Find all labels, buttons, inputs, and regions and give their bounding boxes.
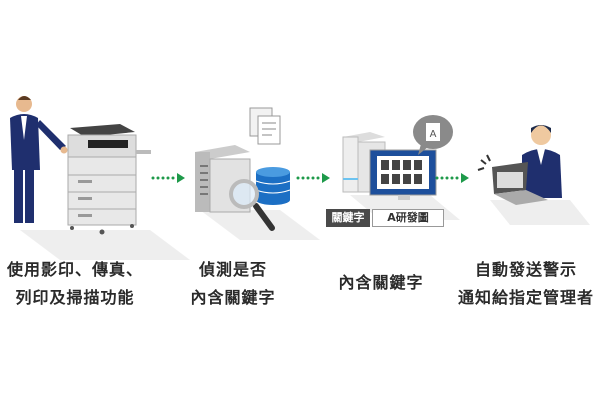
document-icon — [249, 107, 281, 145]
arrow-3 — [435, 173, 469, 183]
step-4-line-2: 通知給指定管理者 — [457, 288, 595, 307]
step-4-line-1: 自動發送警示 — [474, 260, 578, 279]
database-icon — [255, 167, 291, 205]
magnifier-icon — [229, 179, 275, 231]
arrow-2 — [296, 173, 330, 183]
arrow-1 — [151, 173, 185, 183]
step-3-label: 內含關鍵字 — [338, 269, 423, 297]
step-1-label: 使用影印、傳真、 列印及掃描功能 — [7, 256, 143, 312]
step-1-line-2: 列印及掃描功能 — [15, 288, 135, 307]
flow-arrows — [151, 173, 469, 183]
step-2-line-2: 內含關鍵字 — [190, 288, 276, 307]
step-4-label: 自動發送警示 通知給指定管理者 — [458, 256, 594, 312]
step-2-label: 偵測是否 內含關鍵字 — [190, 256, 275, 312]
keyword-tag-value: A研發圖 — [372, 209, 444, 227]
printer-icon — [67, 124, 151, 235]
manager-icon — [477, 125, 562, 205]
step-2-line-1: 偵測是否 — [198, 260, 268, 279]
keyword-tag-label: 關鍵字 — [326, 209, 370, 227]
office-worker-icon — [10, 96, 68, 223]
bubble-letter: A — [430, 129, 437, 140]
step-1-line-1: 使用影印、傳真、 — [6, 260, 144, 279]
speech-bubble-icon: A — [413, 115, 453, 155]
computer-icon — [342, 132, 437, 200]
step-3-line-1: 內含關鍵字 — [338, 273, 424, 292]
